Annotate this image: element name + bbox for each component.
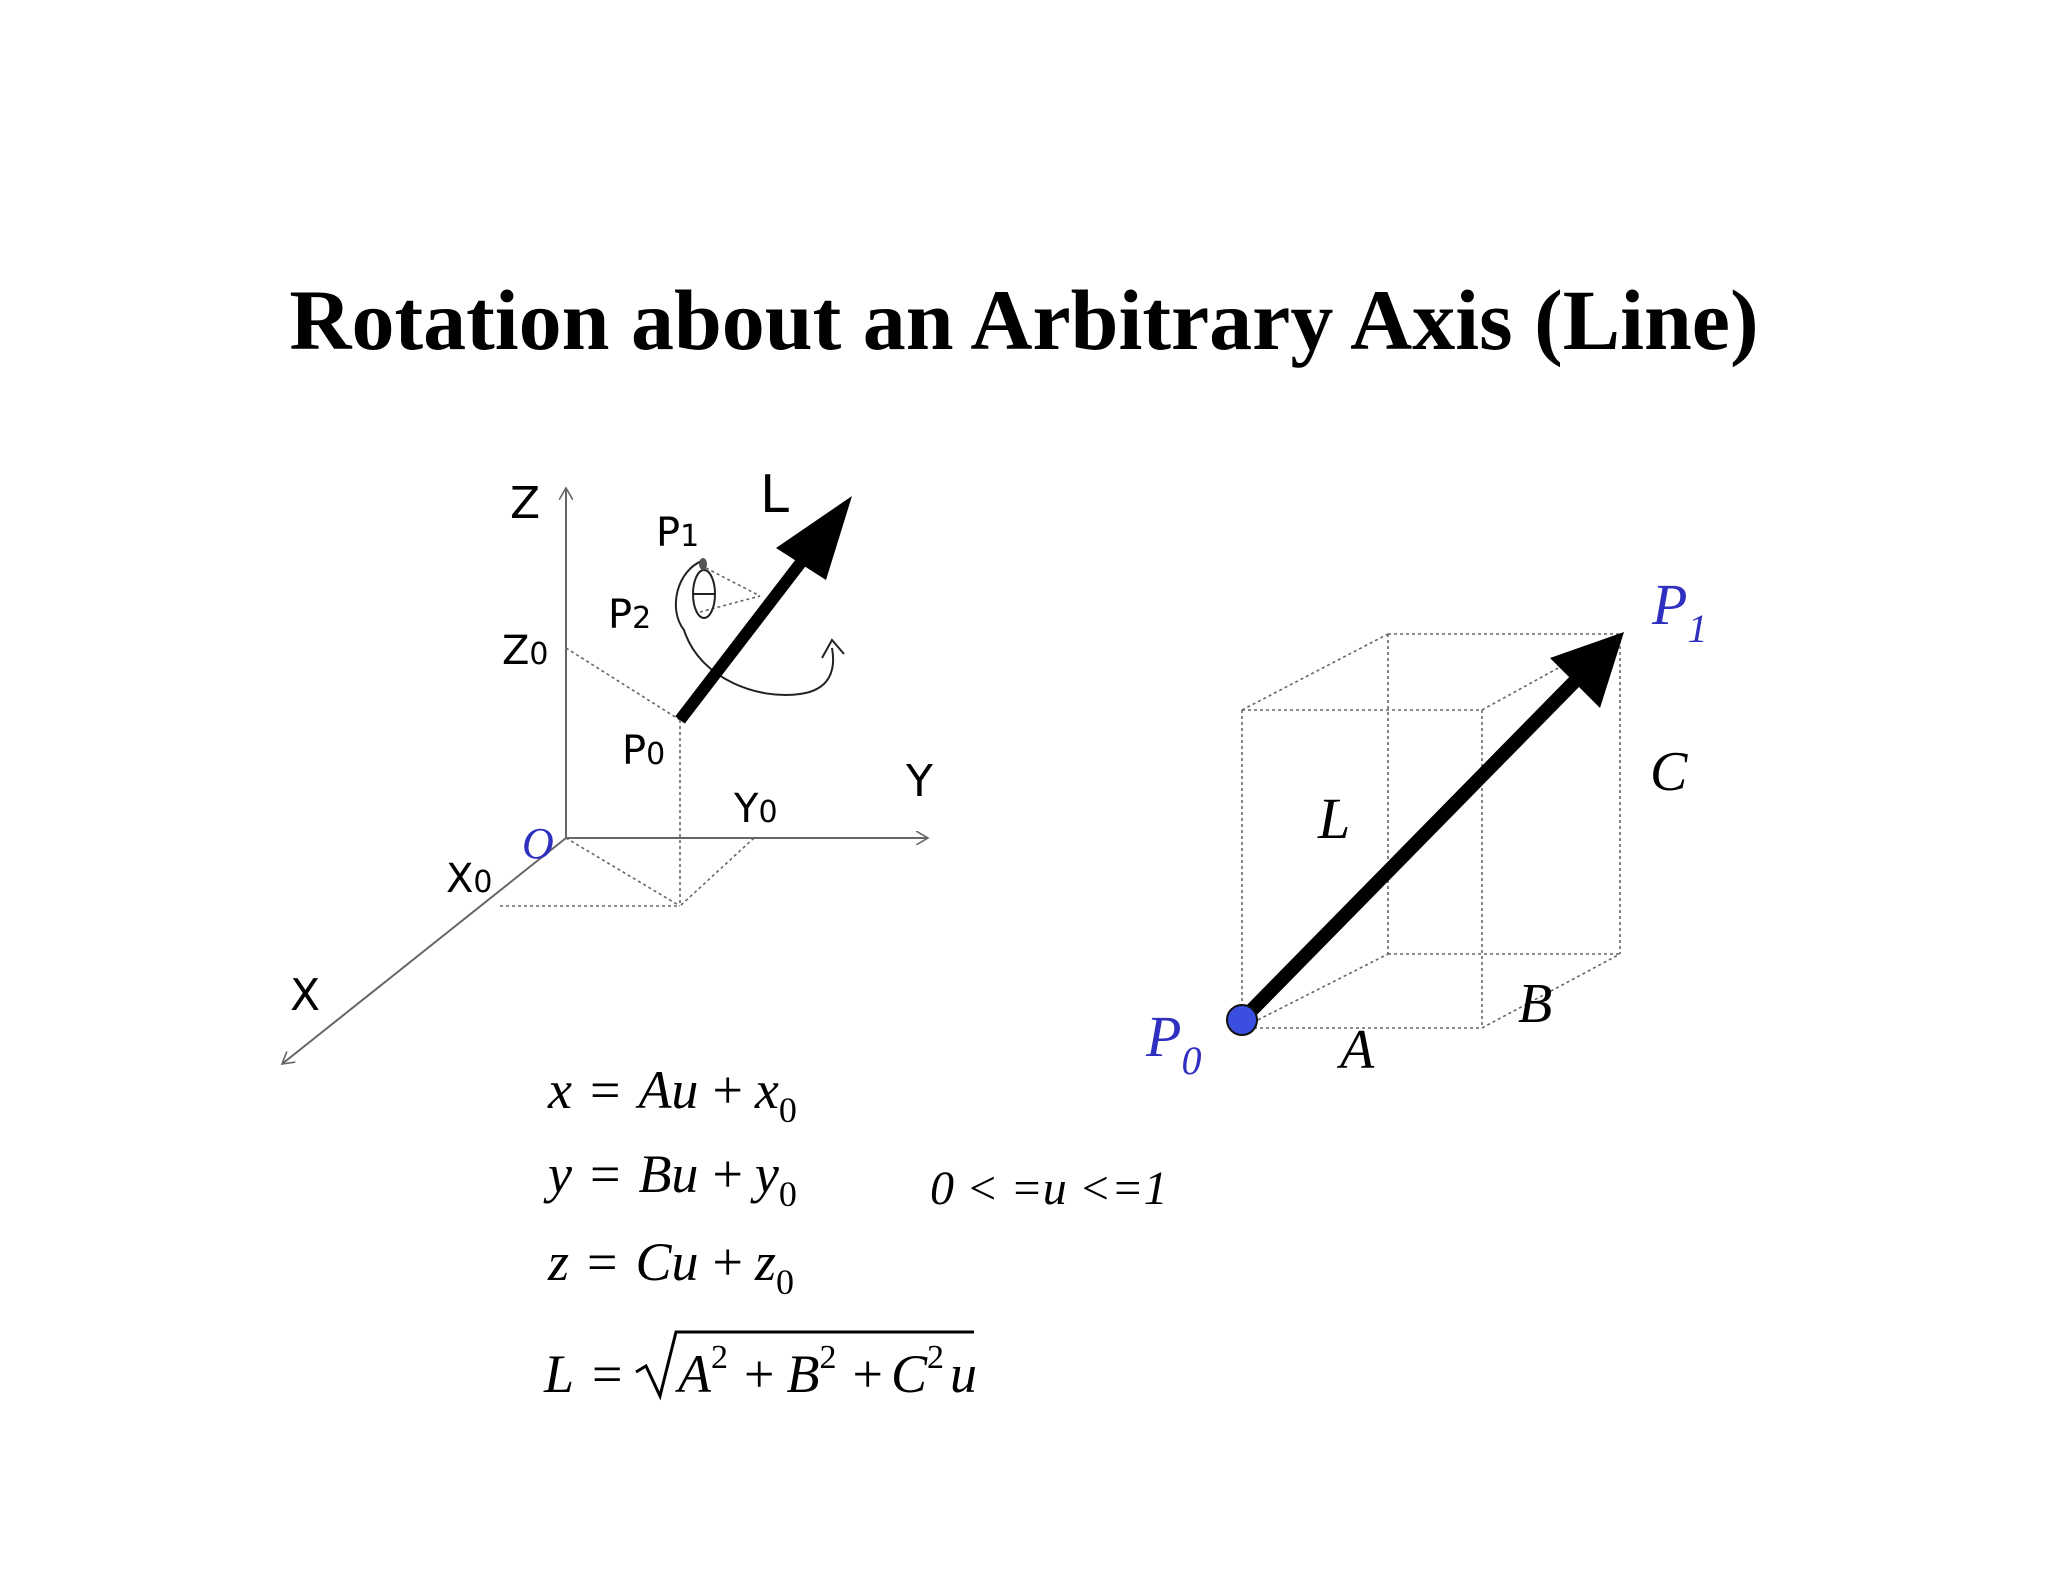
right-l-label: L — [1317, 786, 1350, 851]
line-l-label: L — [760, 465, 789, 525]
u-range: 0 < =u <=1 — [930, 1162, 1168, 1215]
right-c-label: C — [1650, 741, 1688, 803]
right-p1-label: P1 — [1651, 572, 1707, 651]
slide-title: Rotation about an Arbitrary Axis (Line) — [289, 272, 1759, 368]
left-diagram: Z Y X L O Z0 Y0 X0 P0 P1 P2 — [282, 465, 933, 1064]
equations: x=Au+x0 y=Bu+y0 z=Cu+z0 0 < =u <=1 L= A2… — [543, 1060, 1168, 1404]
z0-label: Z0 — [502, 628, 549, 674]
right-diagram: P0 P1 L A B C — [1145, 572, 1707, 1083]
p0-label: P0 — [622, 728, 665, 774]
x0-label: X0 — [446, 856, 493, 902]
right-b-label: B — [1518, 973, 1552, 1035]
p0-point — [1226, 1004, 1258, 1036]
p1-label: P1 — [656, 510, 699, 556]
right-p0-label: P0 — [1145, 1004, 1201, 1083]
p2-label: P2 — [608, 592, 651, 638]
equation-z: z=Cu+z0 — [547, 1232, 794, 1302]
axis-x-label: X — [290, 970, 320, 1021]
right-a-label: A — [1336, 1019, 1375, 1081]
axis-z-label: Z — [510, 478, 540, 529]
svg-text:L=: L= — [543, 1344, 623, 1404]
equation-x: x=Au+x0 — [547, 1060, 797, 1130]
x-axis — [282, 837, 567, 1064]
projection-lines — [500, 567, 761, 907]
bounding-box — [1241, 633, 1621, 1029]
line-l-arrow-right — [1237, 632, 1624, 1025]
y0-label: Y0 — [733, 786, 778, 832]
axis-y-label: Y — [905, 756, 933, 807]
p1-dot — [699, 558, 707, 570]
equation-y: y=Bu+y0 — [543, 1144, 797, 1214]
rotation-curve — [674, 559, 845, 696]
line-l-arrow — [675, 496, 852, 724]
svg-text:A2+B2+C2u: A2+B2+C2u — [675, 1339, 977, 1404]
origin-label: O — [522, 819, 554, 868]
sqrt-sign — [635, 1330, 974, 1401]
